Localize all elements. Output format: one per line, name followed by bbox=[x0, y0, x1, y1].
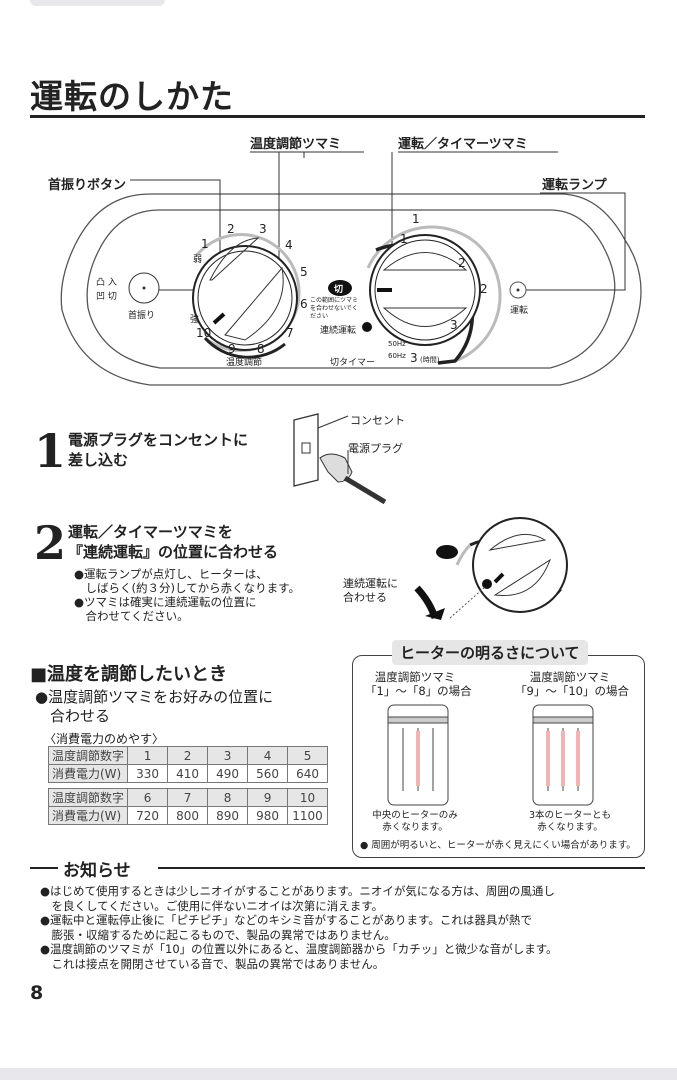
callout-swing-button: 首振りボタン bbox=[48, 178, 127, 193]
hz50-label: 50Hz bbox=[388, 340, 406, 348]
timer-set-illustration bbox=[414, 517, 568, 620]
temp-section-heading: ■温度を調節したいとき bbox=[30, 664, 228, 685]
heater-illustrations bbox=[387, 704, 594, 806]
brightness-title: ヒーターの明るさについて bbox=[392, 640, 588, 665]
brightness-col1-heading: 温度調節ツマミ「1」〜「8」の場合 bbox=[365, 670, 472, 698]
swing-on-label: 凸 入 bbox=[96, 278, 117, 288]
outlet-plug-illustration bbox=[293, 413, 387, 505]
swing-off-label: 凹 切 bbox=[96, 292, 117, 302]
temp-mark: 10 bbox=[196, 326, 212, 340]
temp-weak-label: 弱 bbox=[193, 255, 203, 265]
temp-knob bbox=[192, 245, 298, 351]
timer-mark: 3 bbox=[410, 351, 418, 365]
temp-mark: 9 bbox=[228, 342, 236, 356]
temp-mark: 6 bbox=[300, 297, 308, 311]
continuous-label: 連続運転 bbox=[320, 326, 357, 336]
temp-mark: 5 bbox=[300, 265, 308, 279]
step1-text: 電源プラグをコンセントに差し込む bbox=[68, 431, 249, 469]
timer-off-label: 切 bbox=[334, 285, 344, 295]
arrow-label: 連続運転に合わせる bbox=[343, 577, 398, 604]
page-number: 8 bbox=[30, 982, 44, 1004]
title-rule bbox=[30, 115, 645, 118]
temp-mark: 2 bbox=[227, 222, 235, 236]
bottom-bar bbox=[0, 1068, 677, 1080]
temp-dial-label: 温度調節 bbox=[226, 358, 263, 368]
temp-mark: 4 bbox=[285, 238, 293, 252]
notice-rule-left bbox=[30, 867, 58, 869]
page-title: 運転のしかた bbox=[30, 77, 234, 116]
timer-knob bbox=[369, 234, 481, 346]
swing-label: 首振り bbox=[128, 311, 156, 321]
timer-dial-label: 切タイマー bbox=[330, 358, 376, 368]
hz60-label: 60Hz bbox=[388, 352, 406, 360]
power-table-caption: 〈消費電力のめやす〉 bbox=[44, 732, 165, 746]
control-panel-diagram bbox=[60, 151, 642, 386]
temp-mark: 7 bbox=[286, 326, 294, 340]
outlet-label: コンセント bbox=[350, 414, 405, 427]
callout-timer-knob: 運転／タイマーツマミ bbox=[398, 137, 528, 152]
top-tab bbox=[30, 0, 165, 6]
timer-mark: 1 bbox=[400, 232, 408, 246]
step2-text: 運転／タイマーツマミを『連続運転』の位置に合わせる bbox=[68, 523, 279, 561]
notice-lines: ●はじめて使用するときは少しニオイがすることがあります。ニオイが気になる方は、周… bbox=[40, 884, 558, 971]
hours-label: (時間) bbox=[420, 356, 440, 364]
timer-warning: この範囲にツマミを合わせないでください bbox=[310, 297, 359, 320]
temp-section-bullet: ●温度調節ツマミをお好みの位置に 合わせる bbox=[35, 688, 274, 725]
callout-run-lamp: 運転ランプ bbox=[542, 178, 607, 193]
notice-rule-right bbox=[158, 867, 645, 869]
run-lamp-label: 運転 bbox=[510, 306, 529, 316]
plug-label: 電源プラグ bbox=[348, 442, 403, 455]
step2-number: 2 bbox=[34, 516, 67, 570]
callout-temp-knob: 温度調節ツマミ bbox=[250, 137, 342, 152]
brightness-col1-caption: 中央のヒーターのみ赤くなります。 bbox=[372, 810, 458, 833]
brightness-note: ● 周囲が明るいと、ヒーターが赤く見えにくい場合があります。 bbox=[360, 840, 636, 851]
temp-mark: 8 bbox=[257, 342, 265, 356]
step2-bullets: ●運転ランプが点灯し、ヒーターは、 しばらく(約３分)してから赤くなります。●ツ… bbox=[74, 567, 300, 623]
step1-number: 1 bbox=[34, 424, 67, 478]
brightness-col2-heading: 温度調節ツマミ「9」〜「10」の場合 bbox=[515, 670, 629, 698]
timer-mark: 2 bbox=[458, 256, 466, 270]
temp-mark: 3 bbox=[259, 222, 267, 236]
continuous-dot bbox=[362, 322, 372, 332]
timer-mark: 1 bbox=[412, 212, 420, 226]
temp-mark: 1 bbox=[201, 237, 209, 251]
timer-mark: 2 bbox=[480, 282, 488, 296]
brightness-col2-caption: 3本のヒーターとも赤くなります。 bbox=[528, 810, 612, 833]
timer-mark: 3 bbox=[450, 318, 458, 332]
temp-strong-label: 強 bbox=[190, 315, 200, 325]
notice-heading: お知らせ bbox=[63, 861, 131, 881]
